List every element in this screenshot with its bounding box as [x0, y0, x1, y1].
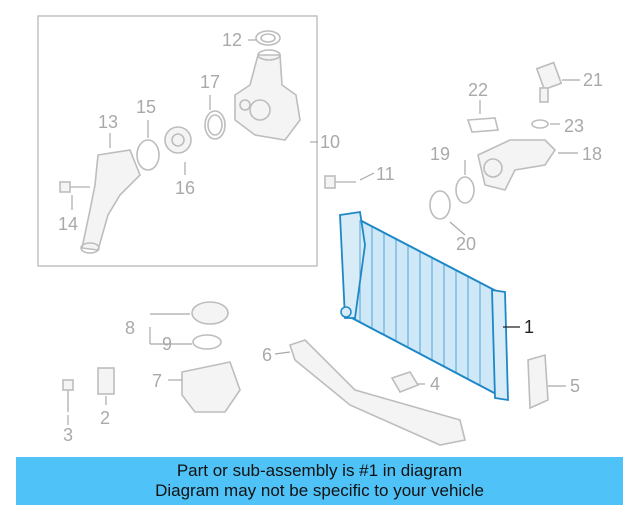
part-1-radiator — [339, 210, 509, 402]
callout-9: 9 — [162, 334, 172, 354]
callout-5: 5 — [570, 376, 580, 396]
part-17-o-ring — [204, 110, 226, 140]
part-19-seal — [455, 176, 475, 204]
part-16-thermostat — [164, 126, 192, 154]
part-13-pipe-housing — [80, 149, 141, 254]
info-banner: Part or sub-assembly is #1 in diagram Di… — [16, 457, 623, 505]
part-15-o-ring — [136, 139, 160, 171]
banner-line-1: Part or sub-assembly is #1 in diagram — [176, 461, 463, 480]
callout-1: 1 — [524, 317, 534, 337]
callout-8: 8 — [125, 318, 135, 338]
callout-20: 20 — [456, 234, 476, 254]
part-7-reservoir — [181, 361, 241, 413]
callout-16: 16 — [175, 178, 195, 198]
callout-6: 6 — [262, 345, 272, 365]
callout-12: 12 — [222, 30, 242, 50]
part-23-o-ring — [531, 119, 549, 129]
callout-11: 11 — [376, 164, 395, 184]
part-2-bracket — [97, 367, 115, 395]
callout-23: 23 — [564, 116, 584, 136]
inset-box — [37, 15, 318, 267]
callout-3: 3 — [63, 425, 73, 445]
callout-13: 13 — [98, 112, 118, 132]
callout-15: 15 — [136, 97, 156, 117]
part-8-cap — [191, 301, 229, 325]
part-21-sensor — [535, 61, 563, 103]
parts-diagram: 1 2 3 4 5 6 7 8 9 10 11 12 13 14 15 16 1… — [37, 15, 603, 446]
banner-line-2: Diagram may not be specific to your vehi… — [155, 481, 484, 500]
callout-18: 18 — [582, 144, 602, 164]
part-22-gasket — [466, 117, 500, 133]
callout-22: 22 — [468, 80, 488, 100]
part-4-mount — [390, 371, 420, 393]
callout-4: 4 — [430, 374, 440, 394]
leader-lines — [67, 39, 580, 425]
part-14-bolt — [59, 181, 90, 193]
part-10-housing — [234, 49, 301, 141]
part-3-bolt — [62, 379, 74, 412]
callout-2: 2 — [100, 408, 110, 428]
part-6-air-deflector — [288, 339, 466, 446]
part-9-seal — [192, 334, 222, 350]
part-18-flange — [477, 139, 557, 191]
callout-17: 17 — [200, 72, 220, 92]
callout-14: 14 — [58, 214, 78, 234]
part-11-bolt — [324, 175, 356, 189]
callout-7: 7 — [152, 371, 162, 391]
part-5-bracket — [527, 353, 549, 410]
callout-19: 19 — [430, 144, 450, 164]
part-12-seal — [255, 30, 281, 46]
callout-21: 21 — [583, 70, 603, 90]
callout-10: 10 — [320, 132, 340, 152]
part-20-seal — [429, 190, 451, 220]
